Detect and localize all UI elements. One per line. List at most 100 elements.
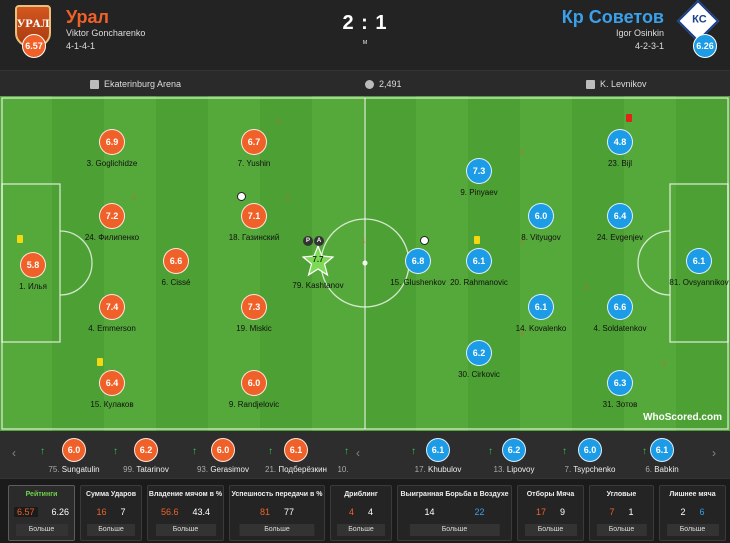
player-card[interactable]: 7.3 19. Miskic: [214, 294, 294, 333]
stat-away-value: 4: [368, 507, 374, 517]
stat-home-value: 17: [535, 507, 546, 517]
sub-rating: 6.1: [650, 438, 674, 462]
stat-home-value: 6.57: [13, 507, 38, 517]
player-card[interactable]: 6.7 7. Yushin: [214, 129, 294, 168]
player-name: 81. Ovsyannikov: [669, 278, 729, 287]
substitute-player[interactable]: 6.1 6. Babkin: [624, 438, 700, 474]
away-team-name[interactable]: Кр Советов: [561, 7, 664, 27]
sub-on-arrow-icon: ↑: [642, 446, 647, 457]
sub-name: 13. Lipovoy: [476, 465, 552, 474]
stat-more-button[interactable]: Больше: [409, 524, 500, 536]
player-card[interactable]: 6.1 81. Ovsyannikov: [659, 248, 730, 287]
player-rating: 7.3: [241, 294, 267, 320]
player-card[interactable]: 7.3 9. Pinyaev: [439, 158, 519, 197]
substitute-player[interactable]: 6.2 13. Lipovoy: [476, 438, 552, 474]
player-card-man-of-the-match[interactable]: 7.7 79. Kashtanov: [278, 245, 358, 290]
player-card[interactable]: 5.8 1. Илья: [0, 252, 73, 291]
player-name: 8. Vityugov: [521, 233, 561, 242]
player-card[interactable]: 6.0 8. Vityugov: [501, 203, 581, 242]
home-team-name[interactable]: Урал: [66, 7, 109, 27]
substitute-player[interactable]: 10.: [328, 462, 358, 474]
sub-off-arrow-icon: ↓: [519, 327, 525, 337]
player-name: 30. Cirkovic: [458, 370, 500, 379]
sub-label: Sungatulin: [61, 465, 100, 474]
stat-away-value: 6: [699, 507, 705, 517]
player-rating: 6.6: [607, 294, 633, 320]
match-status: м: [362, 39, 368, 46]
goal-ball-icon: [420, 236, 429, 245]
player-card[interactable]: 6.6 6. Cissé: [136, 248, 216, 287]
sub-rating: 6.1: [284, 438, 308, 462]
player-card[interactable]: 6.0 9. Randjelovic: [214, 370, 294, 409]
stat-more-button[interactable]: Больше: [337, 524, 385, 536]
substitute-player[interactable]: 6.1 17. Khubulov: [400, 438, 476, 474]
player-card[interactable]: 6.4 15. Кулаков: [72, 370, 152, 409]
player-card[interactable]: 6.2 30. Cirkovic: [439, 340, 519, 379]
stat-more-button[interactable]: Больше: [87, 524, 135, 536]
player-rating: 7.4: [99, 294, 125, 320]
stat-more-button[interactable]: Больше: [15, 524, 68, 536]
venue-name: Ekaterinburg Arena: [104, 79, 182, 89]
sub-number: 75.: [48, 465, 60, 474]
substitute-player[interactable]: 6.1 21. Подберёзкин: [258, 438, 334, 474]
player-card[interactable]: 6.1 14. Kovalenko: [501, 294, 581, 333]
stat-home-value: 4: [348, 507, 354, 517]
sub-number: 17.: [414, 465, 426, 474]
chevron-left-icon[interactable]: ‹: [12, 446, 16, 460]
home-formation: 4-1-4-1: [66, 41, 96, 51]
man-of-the-match-star-icon: 7.7: [302, 245, 334, 277]
chevron-left-icon[interactable]: ‹: [356, 446, 360, 460]
stat-more-button[interactable]: Больше: [155, 524, 216, 536]
substitute-player[interactable]: 6.0 93. Gerasimov: [185, 438, 261, 474]
sub-on-arrow-icon: ↑: [488, 446, 493, 457]
player-card[interactable]: 6.4 24. Evgenjev: [580, 203, 660, 242]
substitute-player[interactable]: 6.2 99. Tatarinov: [108, 438, 184, 474]
stat-title: Лишнее мяча: [669, 491, 716, 498]
sub-off-arrow-icon: ↓: [519, 235, 525, 245]
chevron-right-icon[interactable]: ›: [712, 446, 716, 460]
player-name: 19. Miskic: [236, 324, 272, 333]
sub-off-arrow-icon: ↓: [661, 357, 667, 367]
player-card[interactable]: 6.6 4. Soldatenkov: [580, 294, 660, 333]
sub-off-arrow-icon: ↓: [275, 115, 281, 125]
player-rating: 6.7: [241, 129, 267, 155]
player-rating: 7.1: [241, 203, 267, 229]
sub-rating: 6.0: [211, 438, 235, 462]
player-rating: 6.9: [99, 129, 125, 155]
player-card[interactable]: 6.8 15. Glushenkov: [378, 248, 458, 287]
match-info-bar: Ekaterinburg Arena 2,491 K. Levnikov: [0, 70, 730, 96]
player-card[interactable]: 6.3 31. Зотов: [580, 370, 660, 409]
stat-more-button[interactable]: Больше: [524, 524, 577, 536]
player-card[interactable]: 7.4 4. Emmerson: [72, 294, 152, 333]
stadium-icon: [90, 79, 99, 89]
pitch: 5.8 1. Илья 6.9 3. Goglichidze 7.2 24. Ф…: [0, 96, 730, 431]
player-rating: 6.1: [528, 294, 554, 320]
stat-home-value: 81: [259, 507, 270, 517]
player-card[interactable]: 7.2 24. Филипенко: [72, 203, 152, 242]
player-name: 9. Randjelovic: [228, 400, 280, 409]
substitute-player[interactable]: 6.0 75. Sungatulin: [36, 438, 112, 474]
player-card[interactable]: 4.8 23. Bijl: [580, 129, 660, 168]
player-card[interactable]: 6.9 3. Goglichidze: [72, 129, 152, 168]
player-rating: 6.4: [99, 370, 125, 396]
substitute-player[interactable]: 6.0 7. Tsypchenko: [552, 438, 628, 474]
player-name: 7. Yushin: [237, 159, 271, 168]
stat-more-button[interactable]: Больше: [596, 524, 647, 536]
home-logo-text: УРАЛ: [17, 19, 50, 30]
stat-away-value: 6.26: [51, 507, 70, 517]
stat-more-button[interactable]: Больше: [666, 524, 719, 536]
player-card[interactable]: 7.1 18. Газинский: [214, 203, 294, 242]
player-card[interactable]: 6.1 20. Rahmanovic: [439, 248, 519, 287]
stat-more-button[interactable]: Больше: [239, 524, 315, 536]
